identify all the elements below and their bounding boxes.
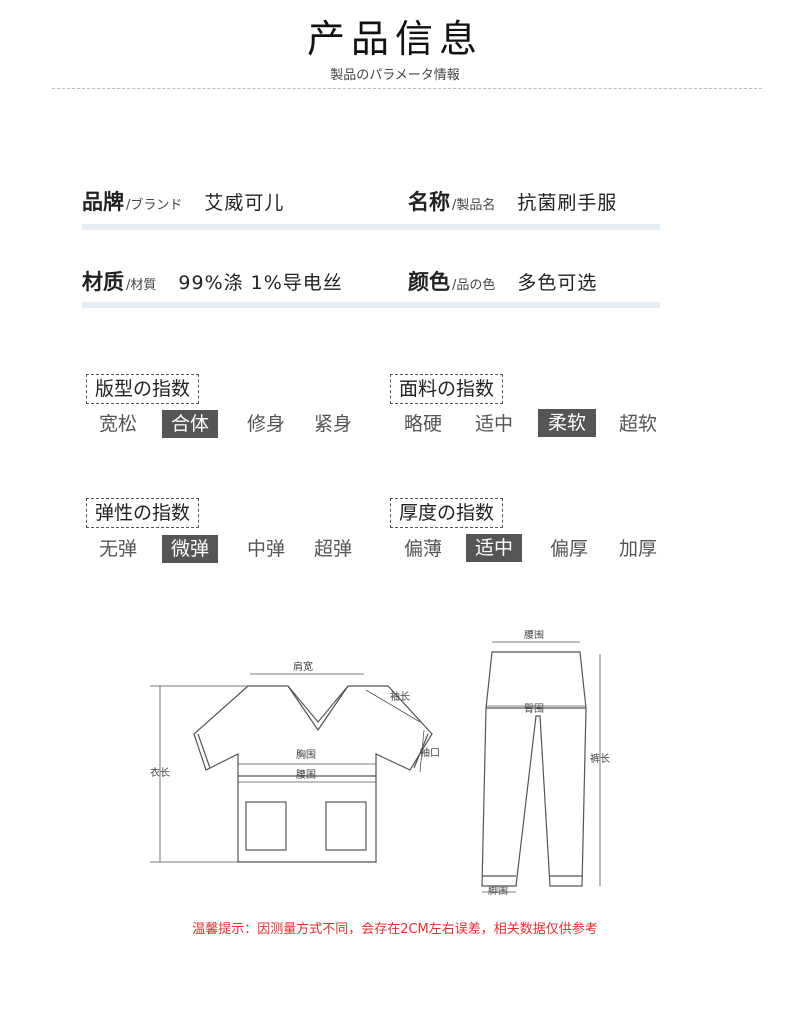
thickness-option-2[interactable]: 适中 xyxy=(466,534,522,562)
label-pants-hip: 臀围 xyxy=(524,703,544,715)
info-material: 材质 /材質 99%涤 1%导电丝 xyxy=(82,266,343,306)
info-color-value: 多色可选 xyxy=(517,272,598,294)
label-length: 衣长 xyxy=(150,766,170,779)
info-material-label: 材质 xyxy=(82,270,124,294)
fabric-option-4[interactable]: 超软 xyxy=(618,413,657,435)
label-pants-waist: 腰围 xyxy=(524,630,544,641)
info-name-value: 抗菌刷手服 xyxy=(517,192,618,214)
measurement-note: 温馨提示：因测量方式不同，会存在2CM左右误差，相关数据仅供参考 xyxy=(192,922,598,937)
info-material-sub: /材質 xyxy=(126,278,157,293)
index-fit-title: 版型の指数 xyxy=(86,374,200,404)
info-material-value: 99%涤 1%导电丝 xyxy=(178,272,343,294)
elastic-option-2[interactable]: 微弹 xyxy=(162,535,218,563)
header-divider xyxy=(52,88,762,89)
page-subtitle: 製品のパラメータ情報 xyxy=(330,68,460,83)
thickness-option-1[interactable]: 偏薄 xyxy=(403,538,442,560)
index-elastic-title: 弹性の指数 xyxy=(86,498,200,528)
fabric-option-1[interactable]: 略硬 xyxy=(403,413,442,435)
thickness-option-3[interactable]: 偏厚 xyxy=(549,538,588,560)
pants-measure-lines xyxy=(482,641,601,893)
scrubs-top-drawing xyxy=(193,685,433,863)
info-brand-value: 艾威可儿 xyxy=(204,192,285,214)
fabric-option-3[interactable]: 柔软 xyxy=(538,409,596,437)
label-cuff: 袖口 xyxy=(420,746,440,759)
info-name-label: 名称 xyxy=(408,190,450,214)
fit-option-4[interactable]: 紧身 xyxy=(313,413,352,435)
label-sleeve-length: 袖长 xyxy=(390,690,410,703)
elastic-option-1[interactable]: 无弹 xyxy=(98,538,137,560)
info-band-1 xyxy=(82,224,660,230)
fabric-option-2[interactable]: 适中 xyxy=(474,413,513,435)
info-row-2: 材质 /材質 99%涤 1%导电丝 颜色 /品の色 多色可选 xyxy=(82,266,660,326)
info-color-sub: /品の色 xyxy=(452,278,496,293)
info-brand-label: 品牌 xyxy=(82,190,124,214)
info-brand-sub: /ブランド xyxy=(126,198,183,213)
thickness-option-4[interactable]: 加厚 xyxy=(618,538,657,560)
label-shoulder: 肩宽 xyxy=(293,660,313,673)
index-thickness-title: 厚度の指数 xyxy=(390,498,504,528)
info-brand: 品牌 /ブランド 艾威可儿 xyxy=(82,186,284,226)
fit-option-2[interactable]: 合体 xyxy=(162,410,218,438)
info-color-label: 颜色 xyxy=(408,270,450,294)
top-measure-lines xyxy=(150,673,425,863)
index-fabric-title: 面料の指数 xyxy=(390,374,504,404)
label-pants-length: 裤长 xyxy=(590,752,610,765)
size-diagram: 肩宽 袖长 袖口 胸围 腰围 衣长 腰围 臀围 裤长 脚围 xyxy=(150,630,610,897)
label-pants-hem: 脚围 xyxy=(488,884,508,897)
info-band-2 xyxy=(82,302,660,308)
elastic-option-4[interactable]: 超弹 xyxy=(313,538,352,560)
info-name-sub: /製品名 xyxy=(452,198,496,213)
info-name: 名称 /製品名 抗菌刷手服 xyxy=(408,186,617,226)
scrubs-pants-drawing xyxy=(481,651,587,887)
info-row-1: 品牌 /ブランド 艾威可儿 名称 /製品名 抗菌刷手服 xyxy=(82,186,660,246)
elastic-option-3[interactable]: 中弹 xyxy=(246,538,285,560)
fit-option-1[interactable]: 宽松 xyxy=(98,413,137,435)
page-title: 产品信息 xyxy=(306,17,483,61)
label-chest: 胸围 xyxy=(296,748,316,761)
label-waist-top: 腰围 xyxy=(296,769,316,781)
fit-option-3[interactable]: 修身 xyxy=(246,413,285,435)
info-color: 颜色 /品の色 多色可选 xyxy=(408,266,597,306)
